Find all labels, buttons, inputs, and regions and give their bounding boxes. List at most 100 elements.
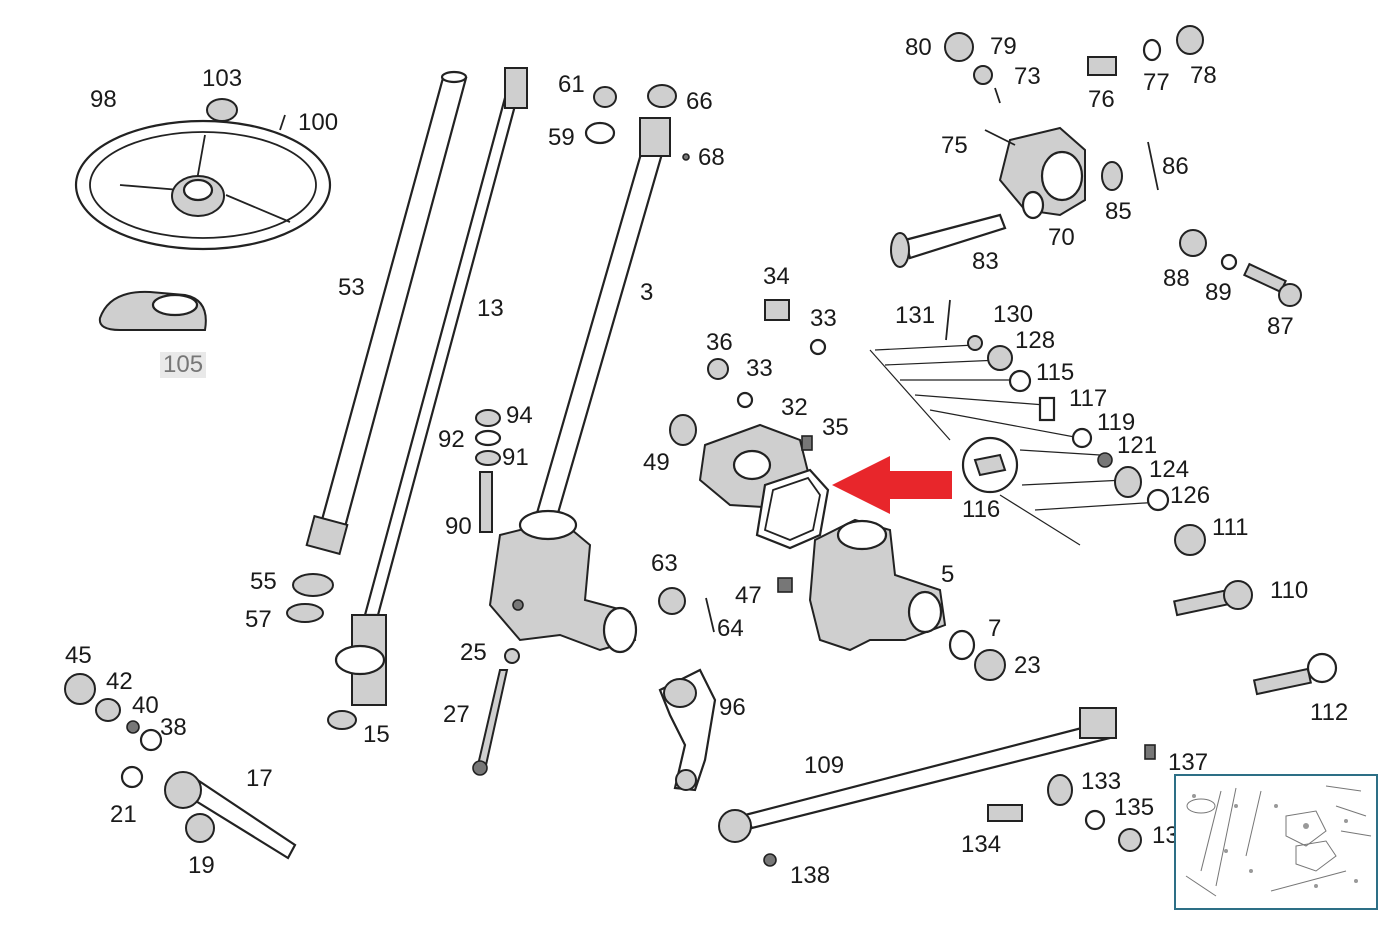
screw-35 (801, 435, 813, 451)
gasket-highlighted (755, 468, 830, 550)
callout-45: 45 (65, 642, 92, 669)
plug-47 (777, 577, 793, 593)
callout-55: 55 (250, 568, 277, 595)
callout-73: 73 (1014, 63, 1041, 90)
nut-36 (707, 358, 729, 380)
clamp-133 (1047, 774, 1073, 806)
screw-117 (1038, 396, 1056, 422)
washer-89 (1220, 253, 1238, 271)
callout-100: 100 (298, 109, 339, 136)
callout-68: 68 (698, 144, 725, 171)
washer-119 (1071, 427, 1093, 449)
housing-5 (808, 518, 947, 652)
callout-80: 80 (905, 34, 932, 61)
callout-59: 59 (548, 124, 575, 151)
callout-21: 21 (110, 801, 137, 828)
callout-25: 25 (460, 639, 487, 666)
callout-19: 19 (188, 852, 215, 879)
tie-rod-109 (718, 707, 1117, 843)
pin-68 (682, 153, 690, 161)
ball-121 (1097, 452, 1113, 468)
bolt-27 (472, 669, 509, 776)
ring-57 (286, 603, 324, 623)
red-arrow (832, 456, 952, 514)
plug-111 (1174, 524, 1206, 556)
bolt-87 (1243, 262, 1302, 307)
bolt-90 (479, 471, 493, 533)
callout-130: 130 (993, 301, 1034, 328)
callout-57: 57 (245, 606, 272, 633)
callout-78: 78 (1190, 62, 1217, 89)
steering-gear-housing (488, 509, 638, 654)
washer-115 (1008, 369, 1032, 393)
nut-94 (475, 409, 501, 427)
wrench-116 (961, 436, 1019, 494)
callout-83: 83 (972, 248, 999, 275)
bushing-7 (948, 629, 976, 661)
callout-121: 121 (1117, 432, 1158, 459)
bolt-83 (890, 213, 1007, 268)
idler-arm-17 (164, 771, 297, 860)
callout-112: 112 (1310, 699, 1349, 726)
callout-3: 3 (640, 279, 654, 306)
callout-133: 133 (1081, 768, 1122, 795)
washer-91 (475, 450, 501, 466)
screw-138 (763, 853, 777, 867)
washer-92 (474, 429, 502, 447)
callout-124: 124 (1149, 456, 1190, 483)
ring-59 (584, 121, 616, 145)
bushing-38 (139, 728, 163, 752)
thumbnail-drawing (1185, 785, 1372, 897)
washer-40 (126, 720, 140, 734)
callout-70: 70 (1048, 224, 1075, 251)
callout-92: 92 (438, 426, 465, 453)
bushing-19 (185, 813, 215, 843)
washer-80 (944, 32, 974, 62)
callout-35: 35 (822, 414, 849, 441)
ring-21 (120, 765, 144, 789)
callout-88: 88 (1163, 265, 1190, 292)
diagram-thumbnail[interactable] (1174, 774, 1378, 910)
pitman-arm-96 (658, 668, 717, 792)
nut-25 (504, 648, 520, 664)
callout-34: 34 (763, 263, 790, 290)
nut-49 (669, 414, 697, 446)
callout-91: 91 (502, 444, 529, 471)
callout-116: 116 (962, 496, 1001, 523)
callout-64: 64 (717, 615, 744, 642)
callout-38: 38 (160, 714, 187, 741)
tie-rod-end-112 (1252, 652, 1338, 696)
cotter-131 (945, 299, 951, 341)
horn-button-103 (206, 98, 238, 122)
callout-47: 47 (735, 582, 762, 609)
washer-135 (1084, 809, 1106, 831)
nut-63 (658, 587, 686, 615)
screw-137 (1144, 744, 1156, 760)
callout-109: 109 (804, 752, 845, 779)
seal-23 (974, 649, 1006, 681)
callout-85: 85 (1105, 198, 1132, 225)
drag-link-socket-70 (984, 126, 1086, 220)
callout-13: 13 (477, 295, 504, 322)
nut-79 (973, 65, 993, 85)
callout-53: 53 (338, 274, 365, 301)
nut-85 (1101, 161, 1123, 191)
callout-17: 17 (246, 765, 273, 792)
steering-shaft-13 (334, 67, 528, 706)
callout-98: 98 (90, 86, 117, 113)
spring-42 (95, 698, 121, 722)
column-tube-53 (305, 70, 468, 556)
callout-87: 87 (1267, 313, 1294, 340)
steering-wheel (74, 119, 332, 251)
callout-128: 128 (1015, 327, 1056, 354)
hub-cover-105 (98, 290, 207, 331)
cotter-86 (1147, 141, 1159, 191)
nut-136 (1118, 828, 1142, 852)
spring-73 (994, 87, 1001, 104)
callout-115: 115 (1036, 359, 1075, 386)
callout-126: 126 (1170, 482, 1211, 509)
bolt-34 (764, 299, 790, 321)
seal-15 (327, 710, 357, 730)
callout-15: 15 (363, 721, 390, 748)
